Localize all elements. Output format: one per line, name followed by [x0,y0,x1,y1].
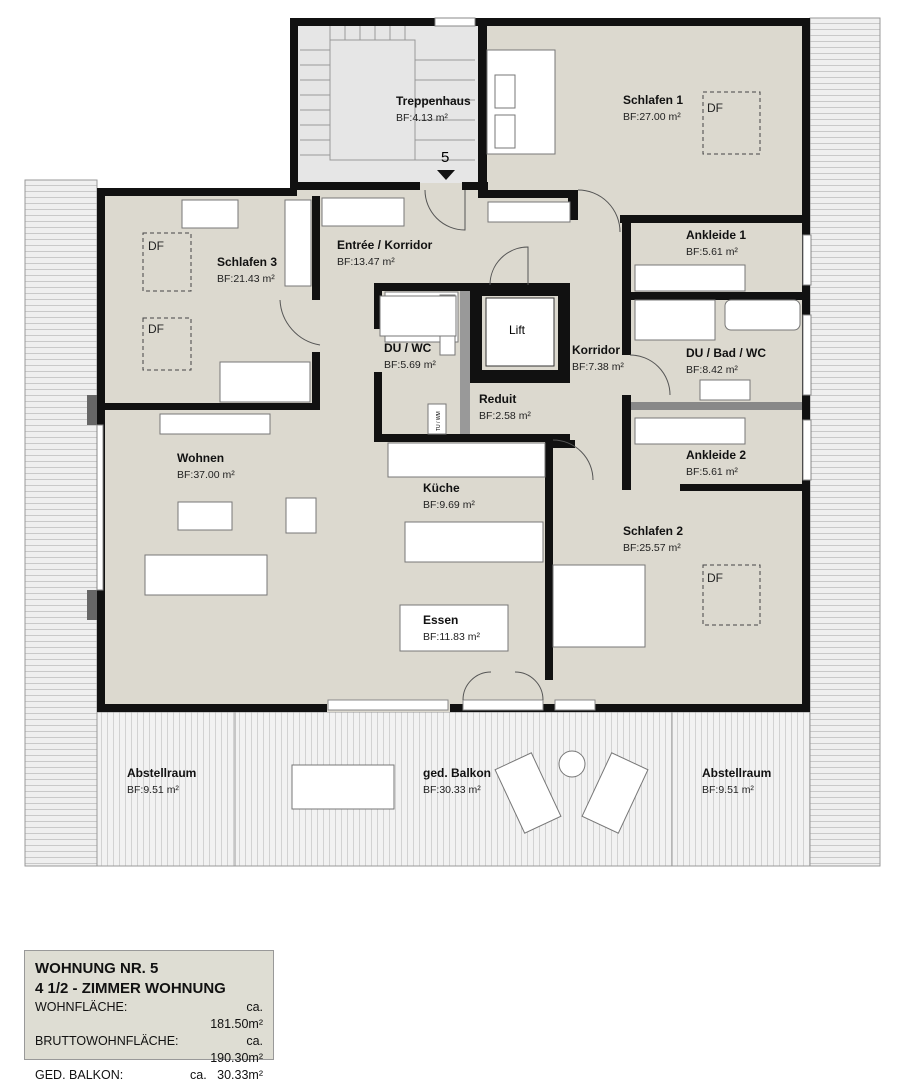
bathtub-icon [724,299,801,331]
area-value: ca. 181.50m² [210,1000,263,1031]
windows [96,17,812,711]
room-area: BF:5.61 m² [686,466,738,478]
bed-schlafen-2 [552,564,646,648]
room-area: BF:37.00 m² [177,469,235,481]
room-area: BF:9.69 m² [423,499,475,511]
room-name: Reduit [479,392,516,406]
room-name: Schlafen 3 [217,255,277,269]
area-value: ca. 30.33m² [190,1068,263,1082]
furniture [144,49,801,834]
skylight-label: DF [707,571,723,585]
skylights [142,91,761,626]
terrace-right [809,17,881,867]
room-name: Essen [423,613,458,627]
room-name: DU / Bad / WC [686,346,766,360]
room-name: Schlafen 2 [623,524,683,538]
sofa [144,554,268,596]
room-area: BF:13.47 m² [337,256,395,268]
room-name: DU / WC [384,341,432,355]
room-name: Entrée / Korridor [337,238,433,252]
skylight-label: DF [148,239,164,253]
room-area: BF:25.57 m² [623,542,681,554]
lift-label: Lift [509,323,526,337]
room-area: BF:30.33 m² [423,784,481,796]
entrance-arrow-icon [437,170,455,180]
unit-number: 5 [441,149,449,166]
area-value: ca. 190.30m² [210,1034,263,1065]
area-label: GED. BALKON: [35,1068,124,1082]
room-area: BF:7.38 m² [572,361,624,373]
room-name-treppenhaus: Treppenhaus [396,94,471,108]
area-row: WOHNFLÄCHE: ca. 181.50m² [35,999,263,1033]
area-label: BRUTTOWOHNFLÄCHE: [35,1034,179,1048]
room-area: BF:9.51 m² [702,784,754,796]
room-name: Abstellraum [127,766,196,780]
washer-label: TU / WM [436,411,442,431]
terrace-left [24,179,98,867]
room-name: Ankleide 1 [686,228,746,242]
area-label: WOHNFLÄCHE: [35,1000,128,1014]
area-row: BRUTTOWOHNFLÄCHE: ca. 190.30m² [35,1033,263,1067]
room-name: ged. Balkon [423,766,491,780]
room-area: BF:9.51 m² [127,784,179,796]
apartment-info-box: WOHNUNG NR. 5 4 1/2 - ZIMMER WOHNUNG WOH… [24,950,274,1082]
room-name: Korridor [572,343,620,357]
apartment-subtitle: 4 1/2 - ZIMMER WOHNUNG [35,980,226,997]
room-area: BF:21.43 m² [217,273,275,285]
skylight-label: DF [707,101,723,115]
staircase [298,25,478,183]
dining-table [399,604,509,652]
area-row: GED. BALKON: ca. 30.33m² [35,1067,263,1084]
lift-cabin [485,297,555,367]
room-name: Ankleide 2 [686,448,746,462]
outdoor-table [291,764,395,810]
room-area: BF:2.58 m² [479,410,531,422]
room-name: Abstellraum [702,766,771,780]
stair-steps [300,25,475,161]
room-area: BF:27.00 m² [623,111,681,123]
room-area: BF:5.69 m² [384,359,436,371]
bed-schlafen-3 [219,361,311,403]
room-area: BF:5.61 m² [686,246,738,258]
apartment-title: WOHNUNG NR. 5 [35,960,159,977]
room-area: BF:8.42 m² [686,364,738,376]
room-name: Wohnen [177,451,224,465]
room-name: Küche [423,481,460,495]
door-swings [279,189,671,701]
balcony-area [96,711,811,867]
room-area-treppenhaus: BF:4.13 m² [396,112,448,124]
skylight-label: DF [148,322,164,336]
room-area: BF:11.83 m² [423,631,480,643]
room-name: Schlafen 1 [623,93,683,107]
walls [87,18,810,712]
